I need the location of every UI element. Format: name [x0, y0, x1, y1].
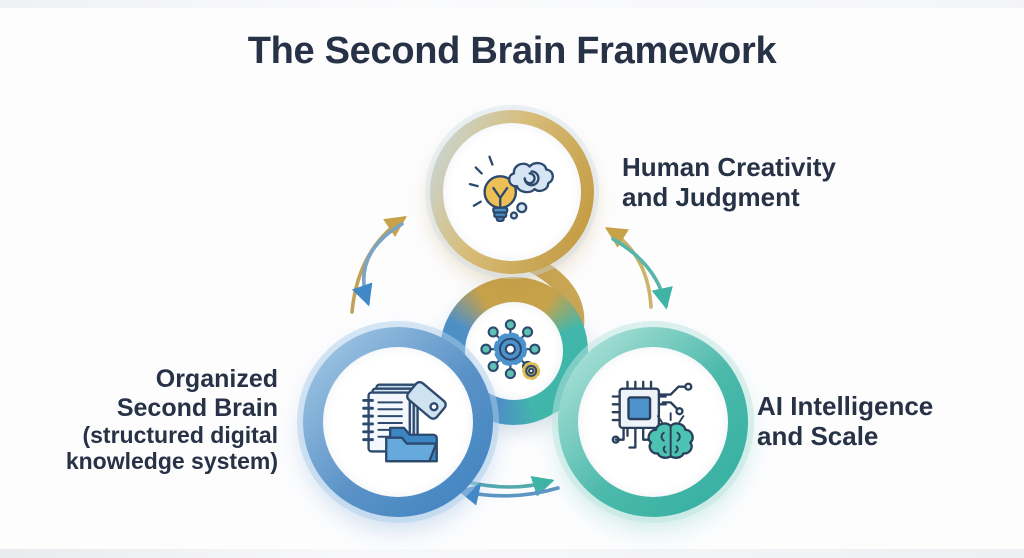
arrow-creativity-to-ai [611, 237, 673, 310]
label-line: Second Brain [116, 393, 278, 422]
organized-circle [323, 347, 473, 497]
label-line: Human Creativity [622, 152, 836, 182]
page-title: The Second Brain Framework [247, 30, 777, 72]
arrow-creativity-to-organized [351, 222, 404, 307]
network-hub-gears-icon [480, 319, 541, 380]
arrow-ai-to-organized [457, 484, 560, 506]
creativity-circle [443, 123, 581, 261]
label-line: and Scale [757, 420, 879, 451]
node-organized-second-brain [303, 327, 493, 517]
chip-brain-icon [611, 380, 694, 459]
label-ai-intelligence: AI Intelligence and Scale [757, 391, 934, 451]
ai-circle [578, 347, 728, 497]
label-line: (structured digital [82, 422, 278, 448]
label-line: and Judgment [622, 181, 800, 212]
label-human-creativity: Human Creativity and Judgment [622, 152, 836, 212]
label-organized-second-brain: Organized Second Brain (structured digit… [66, 365, 278, 474]
arrow-ai-to-creativity [604, 227, 653, 309]
label-line: knowledge system) [65, 448, 278, 475]
arrow-organized-to-creativity [350, 215, 407, 314]
label-line: Organized [155, 365, 278, 393]
lightbulb-brainstorm-icon [468, 155, 554, 223]
label-line: AI Intelligence [757, 391, 934, 421]
node-ai-intelligence [558, 327, 748, 517]
node-human-creativity [430, 110, 594, 274]
notebook-folder-tag-icon [362, 381, 447, 463]
arrow-organized-to-ai [461, 475, 555, 497]
